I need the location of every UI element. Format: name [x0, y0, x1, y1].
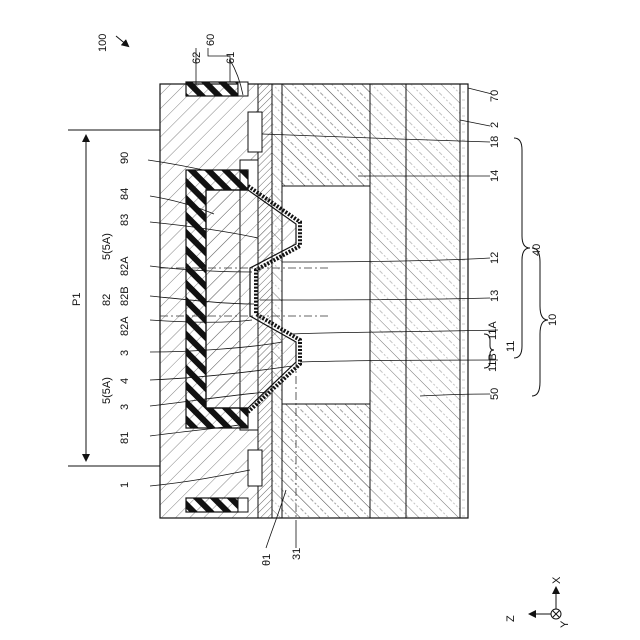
- layer-18-column: [248, 84, 272, 518]
- label-3-bot: 3: [119, 404, 131, 410]
- layer-14: [282, 84, 370, 518]
- label-theta1: θ1: [261, 554, 273, 566]
- axis-x-label: X: [551, 576, 563, 584]
- label-5a-top: 5(5A): [101, 233, 113, 260]
- label-12: 12: [489, 252, 501, 264]
- layer-50: [370, 84, 468, 518]
- label-11: 11: [505, 341, 517, 352]
- label-1: 1: [119, 482, 131, 488]
- label-82: 82: [101, 294, 113, 306]
- label-2: 2: [489, 122, 501, 128]
- reference-arrow: [116, 36, 128, 46]
- label-82b: 82B: [119, 286, 131, 306]
- label-31: 31: [291, 548, 303, 560]
- label-82a-top: 82A: [119, 256, 131, 276]
- axis-y-label: Y: [559, 620, 571, 628]
- label-84: 84: [119, 188, 131, 200]
- electrode-60-bottom: [186, 498, 248, 512]
- label-50: 50: [489, 388, 501, 400]
- label-40: 40: [531, 244, 543, 256]
- label-61: 61: [225, 52, 237, 64]
- label-81: 81: [119, 432, 131, 444]
- label-62: 62: [191, 52, 203, 64]
- label-83: 83: [119, 214, 131, 226]
- label-90: 90: [119, 152, 131, 164]
- label-13: 13: [489, 290, 501, 302]
- label-14: 14: [489, 170, 501, 182]
- label-10: 10: [547, 314, 559, 326]
- coordinate-axes: [530, 588, 561, 619]
- label-18: 18: [489, 136, 501, 148]
- electrode-60-top: [186, 82, 248, 96]
- label-11a: 11A: [487, 321, 499, 340]
- label-82a-bot: 82A: [119, 316, 131, 336]
- label-4: 4: [119, 378, 131, 384]
- axis-z-label: Z: [505, 615, 517, 622]
- label-70: 70: [489, 90, 501, 102]
- label-11b: 11B: [487, 353, 499, 372]
- label-ref-main: 100: [97, 34, 109, 52]
- label-60: 60: [205, 34, 217, 46]
- label-p1: P1: [71, 293, 83, 306]
- label-5a-bot: 5(5A): [101, 377, 113, 404]
- label-3-top: 3: [119, 350, 131, 356]
